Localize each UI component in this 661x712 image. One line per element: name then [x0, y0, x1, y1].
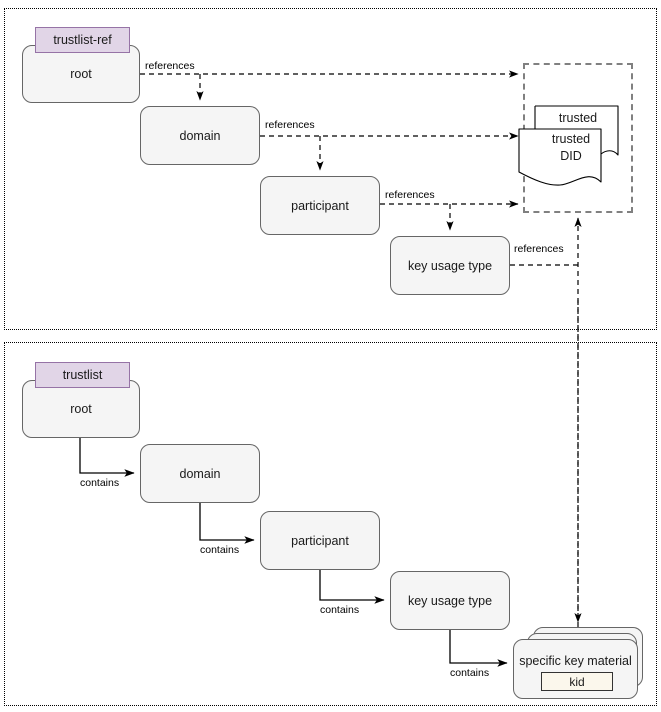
trustlist-tab-label: trustlist	[62, 368, 103, 382]
edge-label-domain-references-text: references	[265, 119, 315, 131]
section-trustlist-ref	[4, 8, 657, 330]
node-participant[interactable]: participant	[260, 511, 380, 570]
kid-label: kid	[569, 674, 585, 689]
node-key-usage-type-ref-label: key usage type	[407, 258, 493, 273]
node-participant-label: participant	[291, 533, 349, 548]
edge-label-kut-references-text: references	[514, 243, 564, 255]
node-key-usage-type-label: key usage type	[407, 593, 493, 608]
trusted-did-line2: DID	[560, 149, 582, 163]
edge-label-domain-references: references	[263, 119, 317, 131]
trusted-back-document-label: trusted	[523, 111, 633, 125]
node-key-usage-type-ref[interactable]: key usage type	[390, 236, 510, 295]
edge-label-root-references: references	[143, 60, 197, 72]
section-trustlist	[4, 342, 657, 706]
node-domain[interactable]: domain	[140, 444, 260, 503]
node-participant-ref[interactable]: participant	[260, 176, 380, 235]
edge-label-kut-references: references	[512, 243, 566, 255]
node-domain-ref[interactable]: domain	[140, 106, 260, 165]
edge-label-kut-contains: contains	[448, 667, 492, 679]
node-root-ref[interactable]: root	[22, 45, 140, 103]
edge-label-domain-contains-text: contains	[200, 544, 240, 556]
trustlist-ref-tab[interactable]: trustlist-ref	[35, 27, 130, 53]
node-participant-ref-label: participant	[291, 198, 349, 213]
edge-label-root-contains: contains	[78, 477, 122, 489]
node-root-label: root	[70, 402, 92, 416]
trustlist-ref-tab-label: trustlist-ref	[53, 33, 112, 47]
trusted-back-label-text: trusted	[558, 111, 598, 125]
edge-label-root-references-text: references	[145, 60, 195, 72]
kid-box[interactable]: kid	[541, 672, 613, 691]
specific-key-material-label: specific key material	[513, 654, 638, 668]
node-root[interactable]: root	[22, 380, 140, 438]
edge-label-kut-contains-text: contains	[450, 667, 490, 679]
trusted-did-front-document-label: trusted DID	[523, 131, 619, 165]
trusted-did-line1: trusted	[551, 132, 591, 146]
edge-label-root-contains-text: contains	[80, 477, 120, 489]
edge-label-participant-contains: contains	[318, 604, 362, 616]
node-key-usage-type[interactable]: key usage type	[390, 571, 510, 630]
trustlist-tab[interactable]: trustlist	[35, 362, 130, 388]
edge-label-participant-contains-text: contains	[320, 604, 360, 616]
edge-label-domain-contains: contains	[198, 544, 242, 556]
edge-label-participant-references-text: references	[385, 189, 435, 201]
edge-label-participant-references: references	[383, 189, 437, 201]
node-domain-ref-label: domain	[179, 128, 221, 143]
node-root-ref-label: root	[70, 67, 92, 81]
specific-key-material-label-text: specific key material	[519, 654, 632, 668]
node-domain-label: domain	[179, 466, 221, 481]
